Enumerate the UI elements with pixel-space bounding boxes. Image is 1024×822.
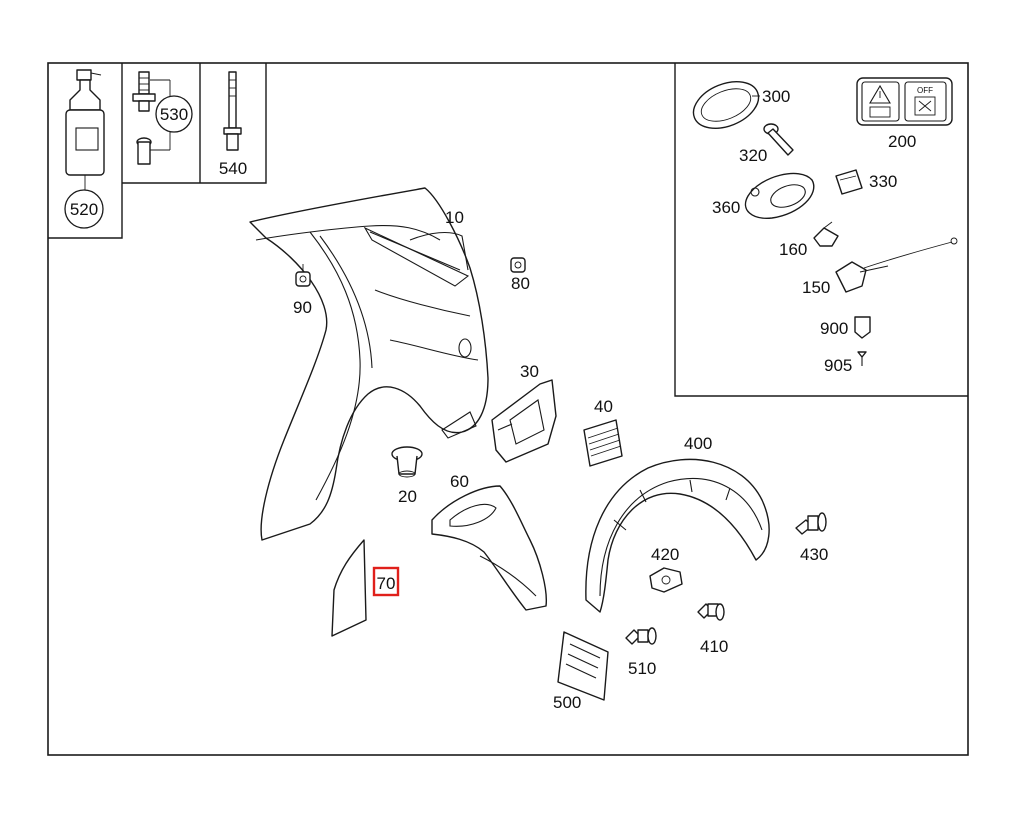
fuel-lock-icon (835, 237, 958, 293)
label-300[interactable]: 300 (762, 87, 790, 106)
screw-510-icon (625, 627, 657, 645)
nut-90-icon (295, 264, 311, 287)
label-10[interactable]: 10 (445, 208, 464, 227)
label-400[interactable]: 400 (684, 434, 712, 453)
label-420[interactable]: 420 (651, 545, 679, 564)
label-905[interactable]: 905 (824, 356, 852, 375)
spray-bottle-icon (65, 69, 105, 190)
actuator-icon (813, 221, 839, 247)
callout-520[interactable]: 520 (64, 189, 104, 229)
fuel-door-housing (744, 172, 815, 219)
label-520: 520 (70, 200, 98, 219)
mud-flap-500 (557, 631, 609, 701)
fuel-door-inset (674, 63, 968, 397)
label-70: 70 (377, 574, 396, 593)
screw-430-icon (795, 512, 827, 535)
plug-20-icon (391, 446, 423, 478)
clip-icon (835, 169, 863, 195)
label-150[interactable]: 150 (802, 278, 830, 297)
small-screw-icon (857, 351, 867, 366)
screw-410-icon (697, 603, 725, 621)
warning-sign: OFF (856, 77, 953, 126)
label-430[interactable]: 430 (800, 545, 828, 564)
consumables-inset (48, 63, 267, 239)
label-500[interactable]: 500 (553, 693, 581, 712)
wheelhouse-inner-60 (431, 485, 548, 611)
vent-grille-40 (583, 419, 623, 467)
diagram-frame (47, 62, 969, 756)
callout-70-highlight[interactable]: 70 (372, 566, 400, 597)
stud-icon (132, 71, 171, 165)
label-510[interactable]: 510 (628, 659, 656, 678)
label-540[interactable]: 540 (219, 159, 247, 178)
fuel-flap-cover (692, 81, 760, 129)
label-410[interactable]: 410 (700, 637, 728, 656)
long-bolt-icon (223, 71, 242, 151)
label-900[interactable]: 900 (820, 319, 848, 338)
label-330[interactable]: 330 (869, 172, 897, 191)
label-30[interactable]: 30 (520, 362, 539, 381)
label-200[interactable]: 200 (888, 132, 916, 151)
wheel-arch-liner-400 (585, 458, 770, 613)
label-60[interactable]: 60 (450, 472, 469, 491)
label-20[interactable]: 20 (398, 487, 417, 506)
clip-420-icon (649, 567, 683, 593)
label-40[interactable]: 40 (594, 397, 613, 416)
nut-80-icon (510, 257, 526, 273)
bracket-icon (854, 316, 871, 339)
screw-icon (763, 123, 794, 156)
label-80[interactable]: 80 (511, 274, 530, 293)
label-360[interactable]: 360 (712, 198, 740, 217)
label-160[interactable]: 160 (779, 240, 807, 259)
label-320[interactable]: 320 (739, 146, 767, 165)
callout-530[interactable]: 530 (155, 95, 193, 133)
panel-70 (331, 539, 367, 637)
bracket-panel-30 (491, 379, 557, 463)
label-90[interactable]: 90 (293, 298, 312, 317)
label-530: 530 (160, 105, 188, 124)
sign-off-text: OFF (917, 86, 933, 95)
